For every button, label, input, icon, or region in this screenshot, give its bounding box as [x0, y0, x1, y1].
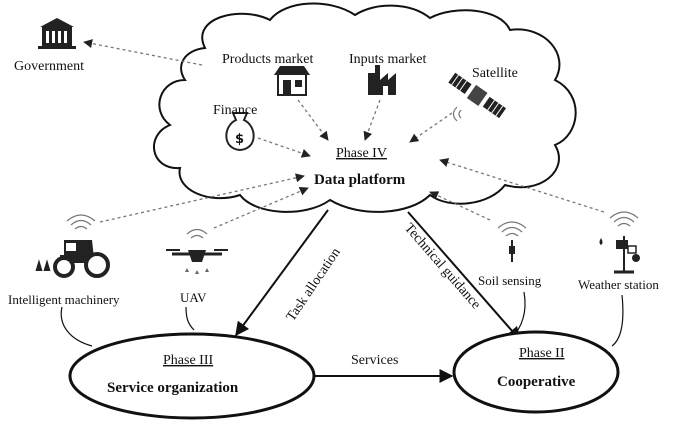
intelligent-machinery-label: Intelligent machinery — [8, 292, 120, 307]
line-uav-to-service — [185, 306, 195, 331]
finance-label: Finance — [213, 103, 257, 118]
cooperative-title: Cooperative — [497, 374, 576, 390]
soil-sensor-icon — [509, 240, 515, 262]
drone-icon — [166, 249, 228, 274]
soil-sensing-label: Soil sensing — [478, 273, 542, 288]
arrow-soil-to-platform — [429, 191, 491, 221]
arrow-weather-to-platform — [439, 158, 605, 213]
market-stall-icon — [274, 66, 310, 96]
inputs-market-label: Inputs market — [349, 52, 426, 67]
arrow-technical-guidance — [407, 211, 521, 342]
tractor-icon — [35, 240, 110, 278]
tractor-signal-icon — [66, 214, 96, 230]
government-label: Government — [14, 59, 84, 74]
uav-signal-icon — [186, 228, 208, 239]
technical-guidance-label: Technical guidance — [401, 221, 483, 313]
weather-station-icon — [599, 236, 640, 274]
services-label: Services — [351, 353, 398, 368]
uav-label: UAV — [180, 290, 207, 305]
phase-iii-label: Phase III — [163, 353, 213, 368]
satellite-label: Satellite — [472, 66, 518, 81]
arrow-uav-to-platform — [213, 187, 309, 229]
arrow-inputs-to-platform — [363, 99, 381, 141]
line-machinery-to-service — [60, 306, 93, 347]
svg-text:$: $ — [235, 132, 244, 147]
products-market-label: Products market — [222, 52, 313, 67]
phase-iv-label: Phase IV — [336, 146, 387, 161]
factory-icon — [368, 65, 396, 95]
money-bag-icon: $ — [225, 112, 255, 152]
arrow-machinery-to-platform — [99, 173, 305, 223]
service-organization-title: Service organization — [107, 380, 239, 396]
weather-signal-icon — [609, 211, 639, 227]
arrow-task-allocation — [235, 209, 329, 337]
soil-signal-icon — [497, 221, 527, 237]
phase-ii-label: Phase II — [519, 346, 565, 361]
weather-station-label: Weather station — [578, 277, 659, 292]
satellite-signal-icon — [452, 106, 462, 122]
government-building-icon — [38, 18, 76, 49]
cooperative-node — [452, 330, 620, 414]
service-organization-node — [68, 332, 316, 420]
data-platform-title: Data platform — [314, 172, 406, 188]
satellite-icon — [448, 72, 507, 119]
arrow-products-to-platform — [297, 99, 329, 141]
arrow-platform-to-government — [83, 39, 203, 66]
data-platform-cloud — [153, 2, 577, 213]
line-weather-to-cooperative — [611, 294, 624, 347]
arrow-satellite-to-platform — [409, 112, 453, 143]
